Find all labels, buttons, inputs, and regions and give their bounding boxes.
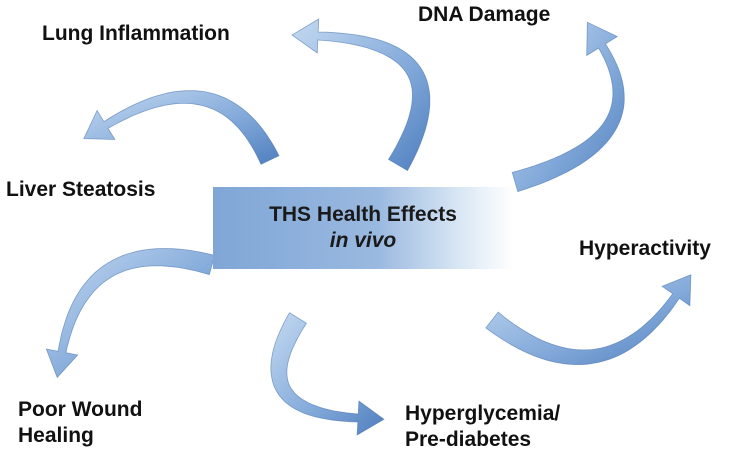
- center-subtitle: in vivo: [329, 229, 397, 252]
- arrow-to-poor-wound-healing-icon: [45, 248, 216, 379]
- arrow-to-hyperglycemia-icon: [270, 312, 385, 436]
- center-title: THS Health Effects: [269, 202, 457, 226]
- label-poor-wound-line1: Poor Wound: [18, 398, 143, 421]
- label-hyperactivity: Hyperactivity: [579, 237, 711, 260]
- label-dna-damage: DNA Damage: [418, 3, 551, 26]
- arrow-to-hyperactivity-icon: [485, 274, 692, 365]
- label-poor-wound-healing: Poor Wound Healing: [18, 397, 142, 450]
- label-liver-steatosis: Liver Steatosis: [6, 178, 156, 201]
- label-poor-wound-line2: Healing: [18, 424, 94, 448]
- label-hyperglycemia-line1: Hyperglycemia/: [405, 402, 561, 425]
- arrow-to-dna-damage-icon: [511, 21, 625, 193]
- arrow-to-liver-steatosis-icon: [83, 90, 280, 165]
- arrow-to-lung-inflammation-icon: [291, 18, 431, 172]
- label-hyperglycemia: Hyperglycemia/ Pre-diabetes: [405, 401, 560, 454]
- center-box: THS Health Effects in vivo: [213, 187, 513, 269]
- label-lung-inflammation: Lung Inflammation: [42, 22, 230, 45]
- label-hyperglycemia-line2: Pre-diabetes: [405, 428, 532, 452]
